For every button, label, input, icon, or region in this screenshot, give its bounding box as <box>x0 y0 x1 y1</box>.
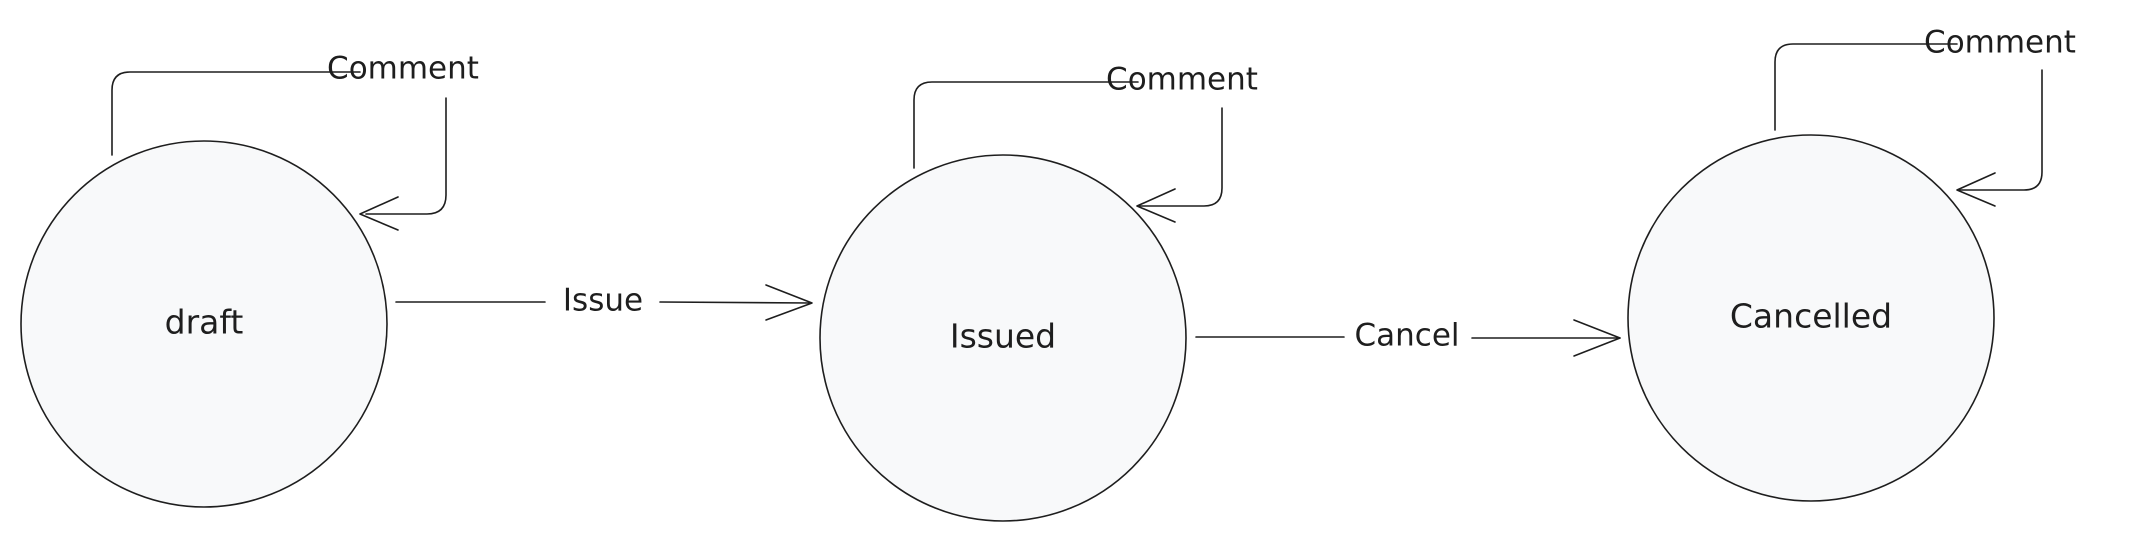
state-circle <box>20 140 388 508</box>
self-loop-issued-label: Comment <box>1106 62 1258 98</box>
state-node-issued[interactable]: Issued <box>819 154 1187 522</box>
transition-draft-to-issued[interactable] <box>395 284 813 321</box>
state-node-cancelled[interactable]: Cancelled <box>1627 134 1995 502</box>
state-circle <box>1627 134 1995 502</box>
self-loop-draft[interactable] <box>111 71 447 231</box>
arrowhead-icon <box>1956 172 1996 207</box>
self-loop-issued[interactable] <box>913 81 1223 223</box>
self-loop-draft-label: Comment <box>327 51 479 87</box>
arrowhead-icon <box>765 284 813 321</box>
transition-issue-label: Issue <box>563 283 643 319</box>
arrowhead-icon <box>1136 188 1176 223</box>
self-loop-cancelled[interactable] <box>1774 43 2043 207</box>
state-node-draft[interactable]: draft <box>20 140 388 508</box>
state-label-draft: draft <box>165 303 244 342</box>
state-label-issued: Issued <box>950 317 1056 356</box>
self-loop-issued-label-group: Comment <box>1106 62 1258 98</box>
arrowhead-icon <box>359 196 399 231</box>
state-label-cancelled: Cancelled <box>1730 297 1892 336</box>
self-loop-draft-label-group: Comment <box>327 51 479 87</box>
state-circle <box>819 154 1187 522</box>
arrowhead-icon <box>1573 319 1621 357</box>
self-loop-cancelled-label-group: Comment <box>1924 25 2076 61</box>
transition-cancel-label: Cancel <box>1354 318 1459 354</box>
transition-issued-to-cancelled[interactable] <box>1195 319 1621 357</box>
self-loop-cancelled-label: Comment <box>1924 25 2076 61</box>
